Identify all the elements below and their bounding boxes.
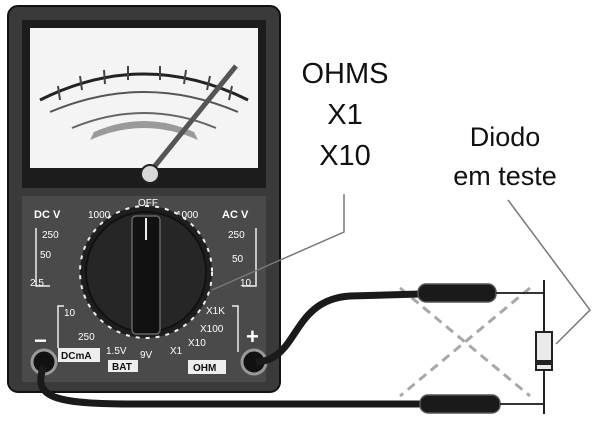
ohm-tick-x10: X10 — [188, 338, 206, 349]
cross-line-a — [399, 286, 531, 398]
range-callout: OHMS X1 X10 — [290, 60, 400, 171]
needle-pivot — [140, 164, 160, 184]
plus-sign: + — [246, 324, 259, 349]
meter-needle — [148, 64, 238, 174]
ohm-bracket — [232, 305, 239, 352]
bat-tag — [108, 360, 138, 372]
dcma-tick-10: 10 — [64, 308, 76, 319]
acv-tick-250: 250 — [228, 230, 245, 241]
dcma-label: DCmA — [61, 351, 92, 362]
positive-probe-lead — [255, 290, 421, 366]
dcma-tick-250: 250 — [78, 332, 95, 343]
cross-line-b — [399, 286, 531, 398]
dcv-tick-2-5: 2.5 — [30, 278, 44, 289]
scale-arc-middle — [49, 91, 239, 113]
scale-tick — [57, 85, 61, 101]
acv-tick-1000: 1000 — [176, 210, 199, 221]
dcma-tag — [58, 348, 100, 362]
range-callout-line3: X10 — [319, 140, 371, 172]
negative-probe-handle[interactable] — [419, 394, 501, 414]
minus-sign: − — [34, 328, 47, 353]
dcv-label: DC V — [34, 209, 61, 221]
dcv-bracket — [35, 228, 50, 287]
ohm-tick-x1k: X1K — [206, 306, 225, 317]
scale-ticks — [57, 66, 233, 101]
range-callout-line2: X1 — [327, 99, 363, 131]
range-callout-line — [211, 194, 345, 291]
range-callout-line1: OHMS — [301, 58, 389, 90]
diode-callout-line — [507, 199, 591, 345]
negative-probe-lead — [37, 364, 422, 408]
off-label: OFF — [138, 198, 158, 209]
dcv-tick-250: 250 — [42, 230, 59, 241]
dcv-tick-50: 50 — [40, 250, 52, 261]
acv-bracket — [242, 228, 257, 287]
acv-tick-50: 50 — [232, 254, 244, 265]
meter-face — [30, 28, 258, 168]
bat-label: BAT — [112, 362, 132, 373]
component-callout: Diodo em teste — [430, 124, 580, 190]
ohm-tag — [188, 360, 226, 374]
scale-band-gray — [90, 121, 198, 140]
scale-tick — [183, 69, 187, 85]
component-callout-line1: Diodo — [469, 122, 541, 152]
positive-probe-handle[interactable] — [417, 283, 497, 303]
scale-tick — [103, 69, 106, 85]
bat-tick-9v: 9V — [140, 350, 153, 361]
scale-tick — [79, 75, 83, 91]
ohm-tick-x100: X100 — [200, 324, 224, 335]
ohm-label: OHM — [193, 363, 216, 374]
knob-grip — [131, 215, 161, 335]
scale-tick — [228, 85, 233, 101]
acv-tick-10: 10 — [240, 278, 252, 289]
dcma-bracket — [57, 305, 64, 348]
scale-arc-inner — [71, 112, 217, 129]
ohm-tick-x1: X1 — [170, 346, 183, 357]
diode-cathode-band — [536, 360, 552, 365]
acv-label: AC V — [222, 209, 249, 221]
bat-tick-1-5v: 1.5V — [106, 346, 127, 357]
component-callout-line2: em teste — [453, 161, 557, 191]
scale-arc-outer — [39, 72, 249, 102]
scale-tick — [206, 75, 211, 91]
dcv-tick-1000: 1000 — [88, 210, 111, 221]
